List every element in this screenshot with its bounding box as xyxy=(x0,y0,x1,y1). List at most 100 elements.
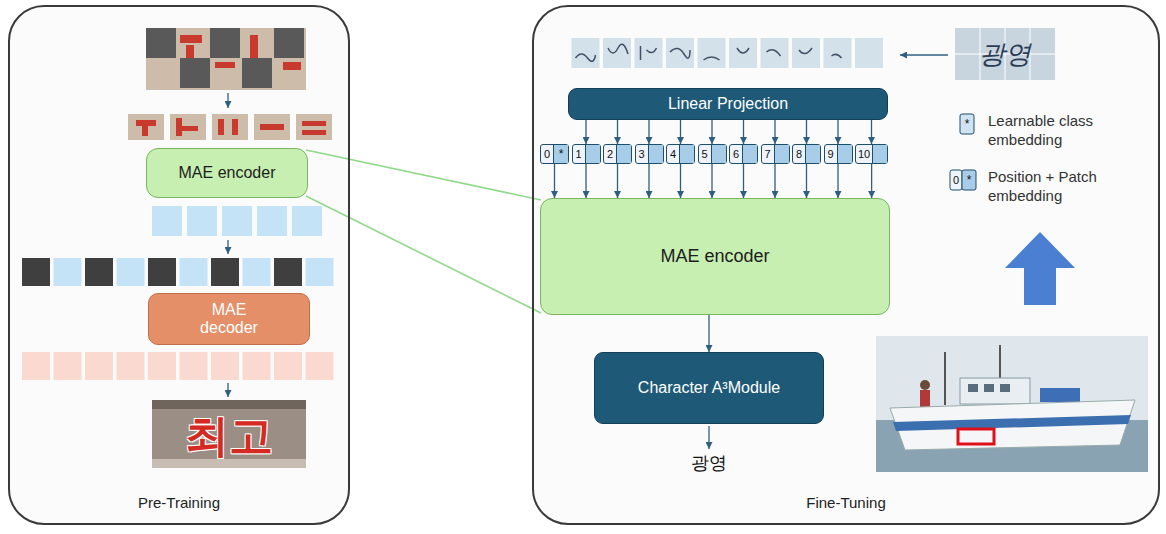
token-embedding: 8 xyxy=(792,144,821,164)
legend-swatch xyxy=(960,114,974,134)
latent-token xyxy=(117,258,145,286)
token-embedding: 1 xyxy=(572,144,601,164)
flow-arrow xyxy=(227,383,228,397)
output-token xyxy=(54,352,82,380)
flow-arrow xyxy=(708,426,709,449)
swatch-index: 0 xyxy=(953,174,959,186)
position-index: 10 xyxy=(856,145,872,163)
latent-token xyxy=(180,258,208,286)
flow-arrow xyxy=(743,120,744,144)
stage-panel: MAE encoderMAE decoderPre-Training xyxy=(8,5,350,525)
token-embedding: 4 xyxy=(666,144,695,164)
flow-arrow xyxy=(617,164,618,198)
flow-arrow xyxy=(774,164,775,198)
box-label: MAE decoder xyxy=(184,301,274,337)
latent-token xyxy=(54,258,82,286)
panel-title: Pre-Training xyxy=(10,494,348,511)
patch-cell xyxy=(774,145,789,163)
stage-panel: Linear Projection0*12345678910MAE encode… xyxy=(532,5,1160,525)
flow-arrow xyxy=(708,315,709,352)
box-label: Linear Projection xyxy=(668,95,788,113)
patch-cell xyxy=(585,145,600,163)
visible-patch xyxy=(296,114,332,140)
boat-hull xyxy=(890,400,1135,450)
flow-arrow xyxy=(774,120,775,144)
flow-arrow xyxy=(585,164,586,198)
reconstructed-image xyxy=(152,400,306,468)
legend-text: Position + Patch embedding xyxy=(988,168,1097,204)
flow-arrow xyxy=(837,120,838,144)
fisherman xyxy=(920,390,930,408)
boat-cabin xyxy=(960,378,1030,404)
mask-patch xyxy=(180,58,210,88)
legend-text: Learnable class embedding xyxy=(988,112,1093,148)
output-token xyxy=(85,352,113,380)
output-token xyxy=(22,352,50,380)
legend-swatch xyxy=(962,170,976,190)
token-embedding: 0* xyxy=(540,144,569,164)
token-embedding: 2 xyxy=(603,144,632,164)
panel-ground xyxy=(8,5,350,525)
mast xyxy=(944,352,946,405)
sign-trim xyxy=(152,400,306,409)
boat-window xyxy=(984,384,994,392)
flow-arrow xyxy=(554,164,555,198)
big-up-arrow xyxy=(1005,232,1075,305)
visible-patch xyxy=(170,114,206,140)
latent-token xyxy=(243,258,271,286)
output-token xyxy=(148,352,176,380)
handwriting-text: 광영 xyxy=(979,37,1031,72)
token-embedding: 9 xyxy=(824,144,853,164)
weight-share-line xyxy=(306,196,541,313)
flow-arrow xyxy=(227,240,228,254)
encoder-box: MAE encoder xyxy=(540,198,890,315)
box-label: Character A³Module xyxy=(638,379,780,397)
sign-text: 최고 xyxy=(185,407,273,466)
flow-arrow xyxy=(711,164,712,198)
token-embedding: 6 xyxy=(729,144,758,164)
flow-arrow xyxy=(648,120,649,144)
sign-image xyxy=(146,28,306,90)
flow-arrow xyxy=(585,120,586,144)
output-token xyxy=(243,352,271,380)
boat-photo xyxy=(876,336,1148,472)
input-patch xyxy=(572,38,600,68)
swatch-symbol: * xyxy=(967,173,972,187)
input-patch xyxy=(603,38,631,68)
legend-entry: Learnable class embedding xyxy=(988,112,1138,150)
position-index: 5 xyxy=(699,145,711,163)
flow-arrow xyxy=(680,164,681,198)
position-index: 8 xyxy=(793,145,805,163)
input-patch xyxy=(635,38,663,68)
patch-cell xyxy=(616,145,631,163)
box-label: MAE encoder xyxy=(179,164,276,182)
boat-gear xyxy=(1040,388,1080,402)
input-patch xyxy=(792,38,820,68)
flow-arrow xyxy=(900,54,948,55)
visible-patch xyxy=(254,114,290,140)
position-index: 3 xyxy=(636,145,648,163)
latent-token xyxy=(152,206,182,236)
token-embedding: 5 xyxy=(698,144,727,164)
mask-token xyxy=(85,258,113,286)
position-index: 7 xyxy=(762,145,774,163)
flow-arrow xyxy=(871,120,872,144)
output-token xyxy=(180,352,208,380)
input-patch xyxy=(666,38,694,68)
box-label: MAE encoder xyxy=(660,246,769,267)
visible-patch xyxy=(128,114,164,140)
patch-cell xyxy=(837,145,852,163)
legend-swatch xyxy=(950,170,962,190)
mask-token xyxy=(274,258,302,286)
latent-token xyxy=(222,206,252,236)
boat-window xyxy=(968,384,978,392)
latent-token xyxy=(257,206,287,236)
panel-title: Fine-Tuning xyxy=(534,494,1158,511)
highlight-box xyxy=(958,429,994,444)
token-embedding: 10 xyxy=(855,144,888,164)
position-index: 9 xyxy=(825,145,837,163)
latent-token xyxy=(292,206,322,236)
patch-cell xyxy=(805,145,820,163)
flow-arrow xyxy=(871,164,872,198)
